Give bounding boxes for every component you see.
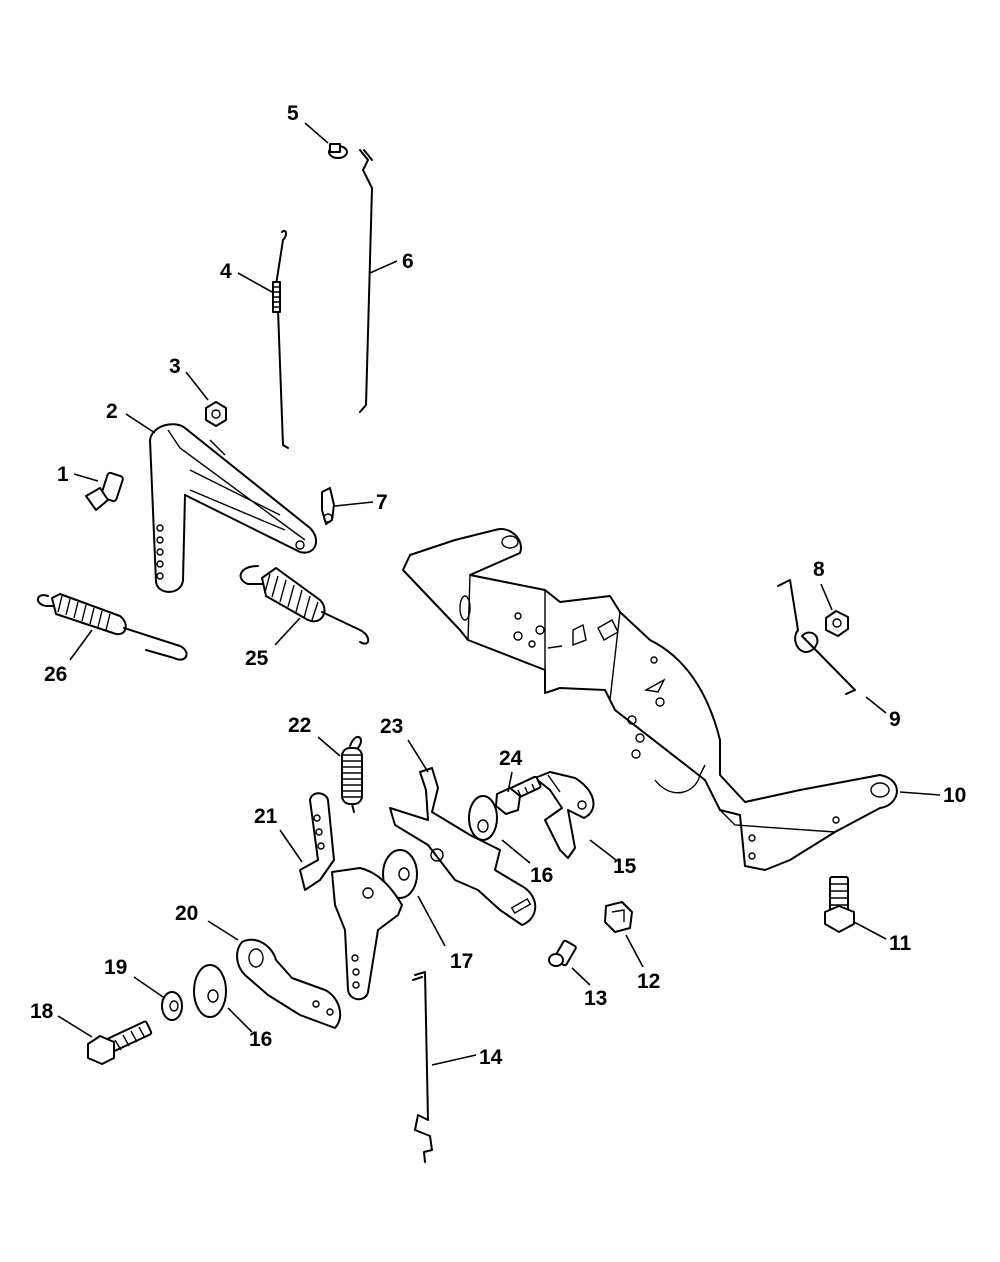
- callout-10: 10: [943, 784, 966, 807]
- part-20-link-plate: [236, 938, 342, 1029]
- callout-labels: 1 2 3 4 5 6 7 8 9 10 11 12 13 14 15 16 1…: [30, 102, 966, 1069]
- callout-16-lower: 16: [249, 1028, 272, 1051]
- callout-19: 19: [104, 956, 127, 979]
- part-8-nut: [825, 610, 849, 637]
- callout-7: 7: [376, 491, 388, 514]
- part-4-spring-rod: [272, 229, 289, 449]
- callout-18: 18: [30, 1000, 54, 1023]
- callout-9: 9: [889, 708, 901, 731]
- part-15-bell-crank: [534, 771, 595, 859]
- part-16-washer-lower: [193, 964, 227, 1018]
- part-23-throttle-lever: [389, 767, 537, 926]
- callout-22: 22: [288, 714, 311, 737]
- callout-8: 8: [813, 558, 825, 581]
- callout-16-upper: 16: [530, 864, 553, 887]
- part-5-screw: [328, 143, 348, 159]
- callout-23: 23: [380, 715, 403, 738]
- part-2-control-lever: [149, 423, 318, 593]
- callout-24: 24: [499, 747, 523, 770]
- part-14-link-rod: [412, 971, 433, 1163]
- part-26-spring: [37, 593, 188, 661]
- part-12-clip: [604, 901, 633, 933]
- callout-3: 3: [169, 355, 181, 378]
- callout-26: 26: [44, 663, 67, 686]
- callout-11: 11: [889, 932, 912, 955]
- part-21-governor-lever: [299, 792, 403, 1001]
- part-7-clip: [321, 487, 335, 525]
- callout-14: 14: [479, 1046, 503, 1069]
- callout-4: 4: [220, 260, 232, 283]
- callout-6: 6: [402, 250, 414, 273]
- callout-1: 1: [57, 463, 69, 486]
- callout-5: 5: [287, 102, 299, 125]
- part-17-washer: [382, 849, 418, 899]
- part-1-bolt: [85, 471, 124, 511]
- part-9-torsion-spring: [777, 579, 856, 695]
- callout-20: 20: [175, 902, 198, 925]
- callout-2: 2: [106, 400, 118, 423]
- part-11-hex-bolt: [824, 876, 855, 933]
- part-19-lock-washer: [161, 991, 183, 1021]
- part-10-bracket: [402, 528, 898, 871]
- part-25-spring: [239, 565, 370, 645]
- part-22-spring: [341, 735, 363, 813]
- leader-lines: [57, 122, 941, 1066]
- callout-25: 25: [245, 647, 269, 670]
- part-16-washer-upper: [468, 795, 498, 841]
- callout-13: 13: [584, 987, 607, 1010]
- callout-12: 12: [637, 970, 660, 993]
- callout-17: 17: [450, 950, 473, 973]
- part-13-screw: [548, 939, 577, 967]
- part-3-nut: [205, 401, 227, 427]
- part-24-shoulder-bolt: [495, 775, 542, 815]
- callout-15: 15: [613, 855, 637, 878]
- part-6-rod: [359, 149, 373, 413]
- part-18-hex-bolt: [87, 1020, 153, 1065]
- callout-21: 21: [254, 805, 278, 828]
